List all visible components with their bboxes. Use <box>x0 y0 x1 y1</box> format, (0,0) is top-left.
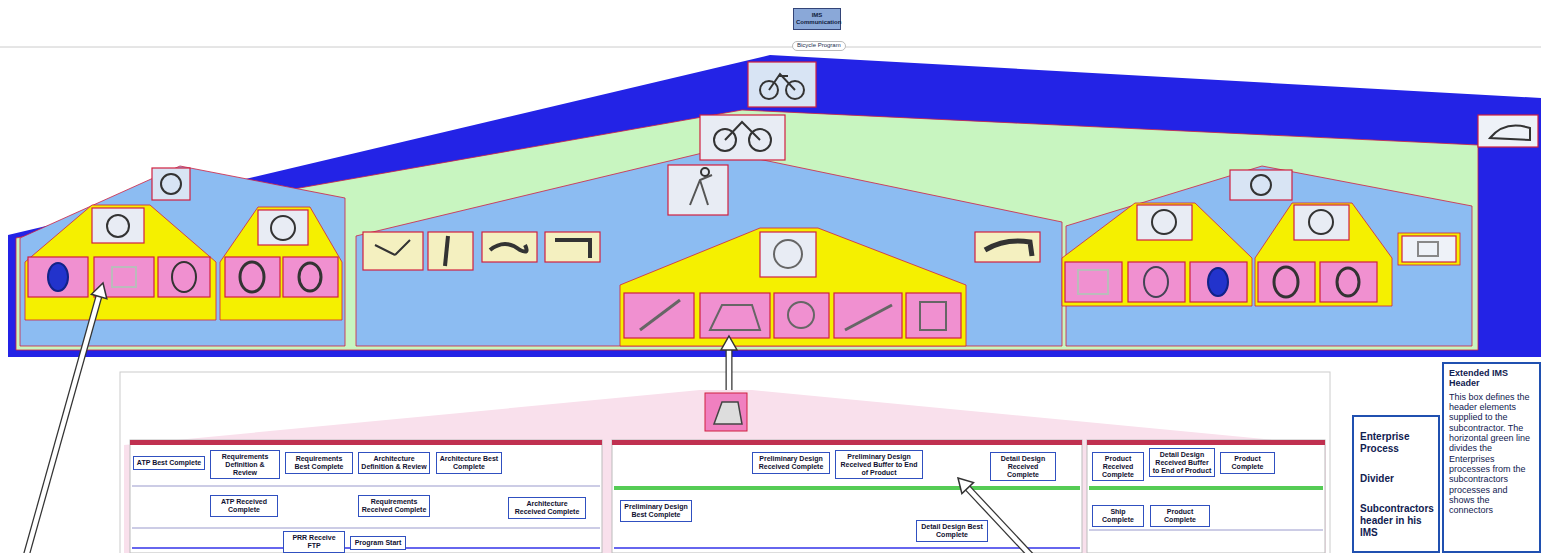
box-text: Program Start <box>353 539 403 547</box>
box-text: Ship Complete <box>1095 508 1141 524</box>
box-text: Detail Design Best Complete <box>919 523 985 539</box>
box-text: ATP Best Complete <box>136 459 202 467</box>
box-text: Preliminary Design Received Complete <box>755 455 827 471</box>
milestone-box: PRR Receive FTP <box>283 531 345 553</box>
box-text: Preliminary Design Best Complete <box>623 503 689 519</box>
milestone-box: Product Received Complete <box>1092 452 1144 481</box>
milestone-box: Program Start <box>350 536 406 550</box>
box-text: Requirements Received Complete <box>361 498 427 514</box>
box-body-text: Divider <box>1360 473 1432 485</box>
milestone-box: ATP Received Complete <box>210 495 278 517</box>
box-text: Detail Design Received Buffer to End of … <box>1152 451 1212 474</box>
box-text: Enterprise Process <box>1360 431 1432 455</box>
box-text: Architecture Best Complete <box>439 455 499 471</box>
box-body-text: Subcontractors header in his IMS <box>1360 503 1432 539</box>
box-text: ATP Received Complete <box>213 498 275 514</box>
milestone-box: Product Complete <box>1150 505 1210 527</box>
box-text: Architecture Received Complete <box>511 500 583 516</box>
box-text: Preliminary Design Received Buffer to En… <box>838 453 920 476</box>
milestone-box: Detail Design Received Complete <box>990 452 1056 481</box>
program-tag: Bicycle Program <box>792 41 846 51</box>
box-text: Product Complete <box>1153 508 1207 524</box>
milestone-box: Preliminary Design Received Complete <box>752 452 830 474</box>
milestone-box: Preliminary Design Received Buffer to En… <box>835 450 923 479</box>
box-body-text: This box defines the header elements sup… <box>1449 392 1534 516</box>
milestone-box: Architecture Definition & Review <box>358 452 430 474</box>
legend-box: Enterprise ProcessDividerSubcontractors … <box>1352 415 1440 553</box>
header-box: IMS Communication <box>793 8 841 30</box>
box-text: Product Complete <box>1223 455 1272 471</box>
box-text: Detail Design Received Complete <box>993 455 1053 478</box>
box-text: Requirements Best Complete <box>288 455 350 471</box>
box-text: Extended IMS Header <box>1449 368 1534 389</box>
milestone-box: Requirements Received Complete <box>358 495 430 517</box>
box-text: Requirements Definition & Review <box>213 453 277 476</box>
milestone-box: Requirements Best Complete <box>285 452 353 474</box>
milestone-box: Product Complete <box>1220 452 1275 474</box>
note-box: Extended IMS HeaderThis box defines the … <box>1442 362 1541 553</box>
milestone-box: Architecture Best Complete <box>436 452 502 474</box>
box-text: IMS Communication <box>796 12 838 26</box>
milestone-box: Architecture Received Complete <box>508 497 586 519</box>
box-text: Architecture Definition & Review <box>361 455 427 471</box>
milestone-box: ATP Best Complete <box>133 456 205 470</box>
box-text: Product Received Complete <box>1095 455 1141 478</box>
milestone-box: Detail Design Received Buffer to End of … <box>1149 448 1215 477</box>
milestone-box: Detail Design Best Complete <box>916 520 988 542</box>
milestone-box: Ship Complete <box>1092 505 1144 527</box>
box-text: PRR Receive FTP <box>286 534 342 550</box>
milestone-box: Requirements Definition & Review <box>210 450 280 479</box>
milestone-box: Preliminary Design Best Complete <box>620 500 692 522</box>
